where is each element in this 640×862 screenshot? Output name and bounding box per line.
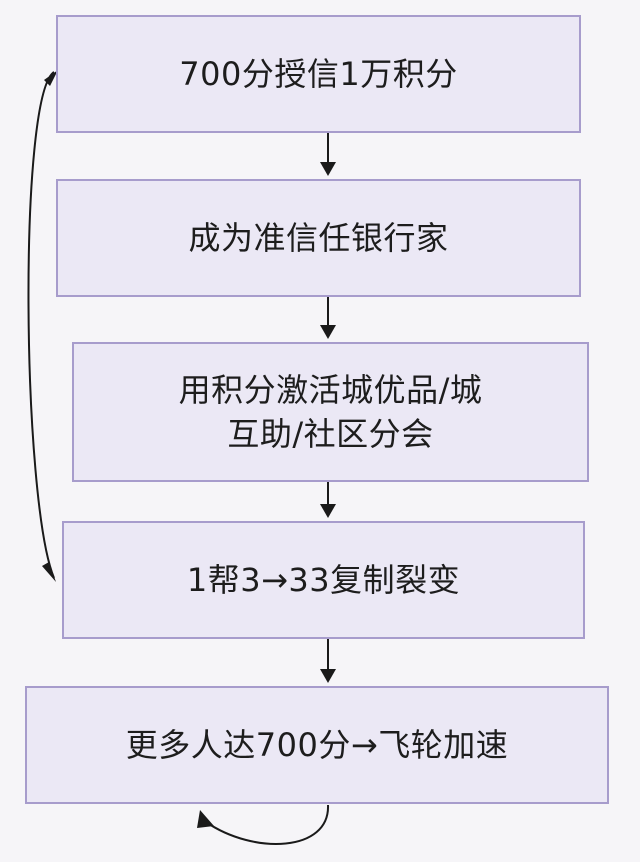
flow-node-2: 成为准信任银行家 xyxy=(56,179,581,297)
flow-node-5: 更多人达700分→飞轮加速 xyxy=(25,686,609,804)
node-1-text: 700分授信1万积分 xyxy=(179,55,458,93)
node-4-text: 1帮3→33复制裂变 xyxy=(186,561,461,599)
node-3-text-line-1: 用积分激活城优品/城 xyxy=(178,371,483,409)
flow-arrow-2-3 xyxy=(320,297,336,339)
self-loop-arrow-5 xyxy=(197,804,330,845)
flow-arrow-1-2 xyxy=(320,133,336,176)
flow-node-3: 用积分激活城优品/城 互助/社区分会 xyxy=(72,342,589,482)
flow-node-4: 1帮3→33复制裂变 xyxy=(62,521,585,639)
node-3-text-line-2: 互助/社区分会 xyxy=(227,415,434,453)
flow-node-1: 700分授信1万积分 xyxy=(56,15,581,133)
loop-arrow-1-4 xyxy=(27,70,58,582)
node-2-text: 成为准信任银行家 xyxy=(188,219,449,257)
flow-arrow-3-4 xyxy=(320,482,336,518)
flow-arrow-4-5 xyxy=(320,639,336,683)
node-5-text: 更多人达700分→飞轮加速 xyxy=(125,726,509,764)
